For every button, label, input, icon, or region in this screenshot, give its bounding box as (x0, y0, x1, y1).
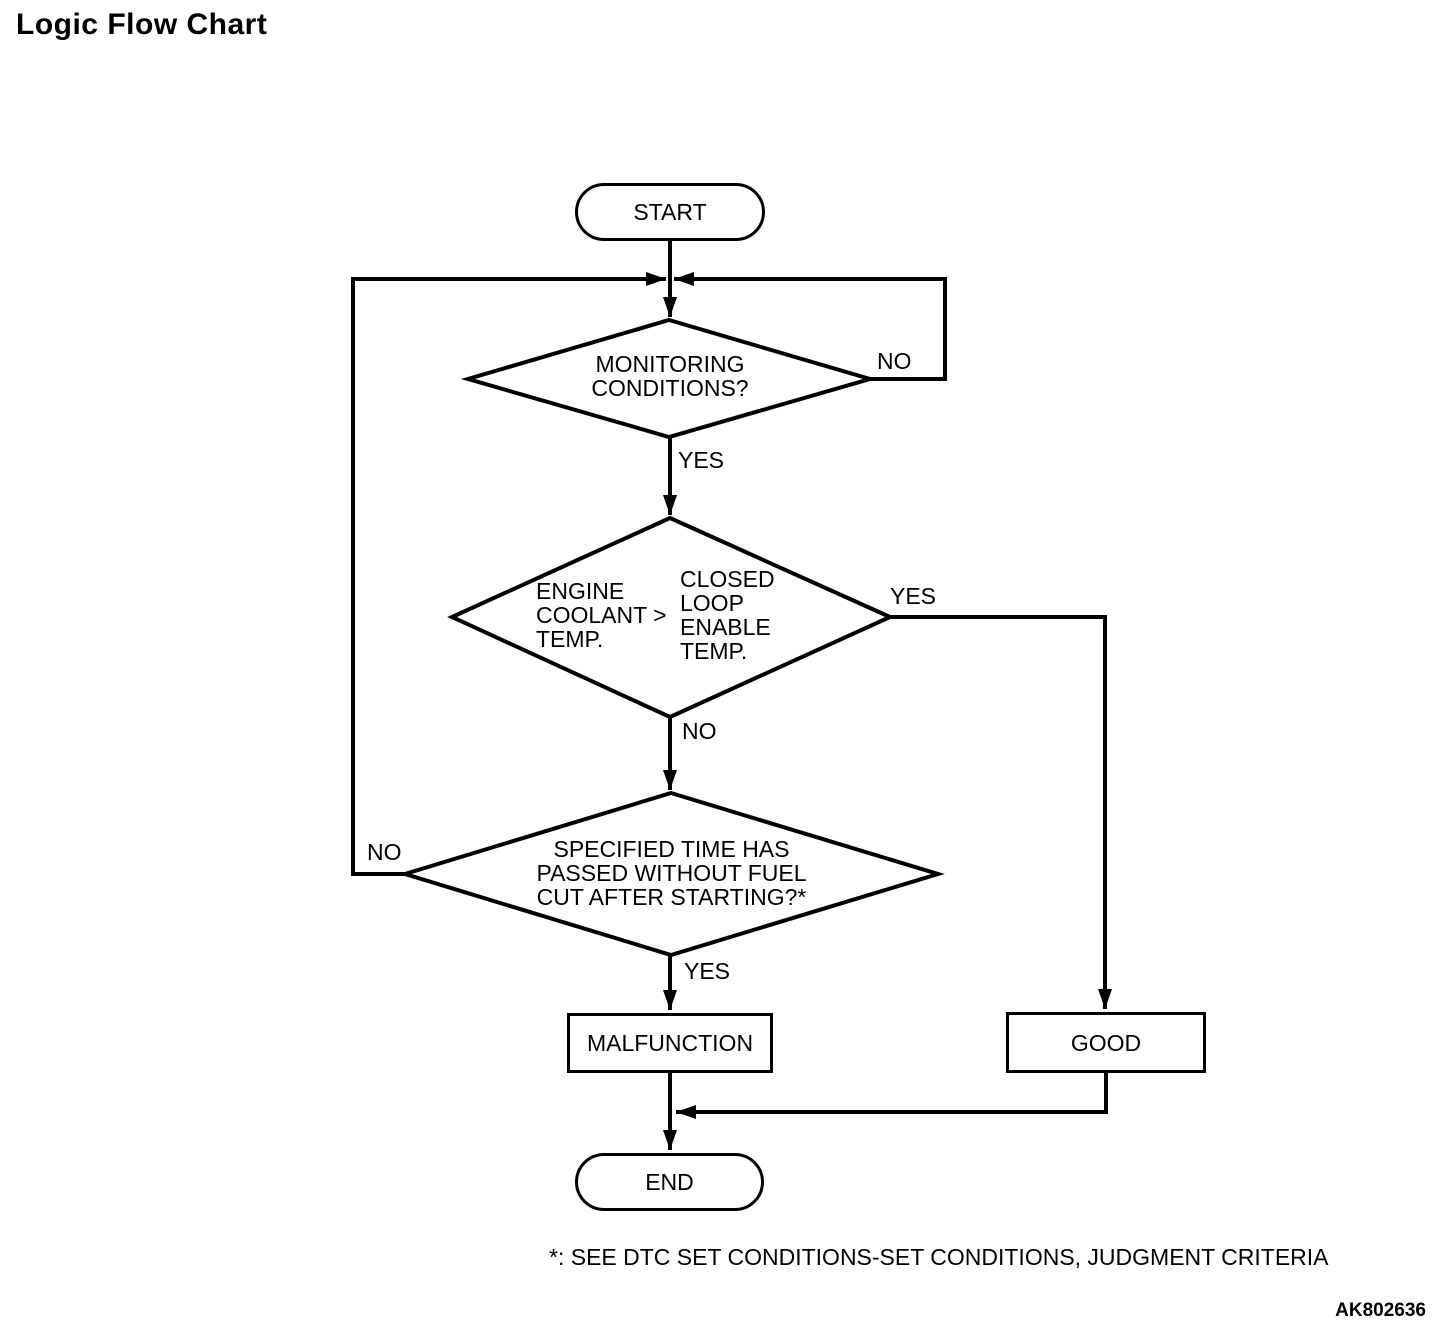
decision-coolant-label-left: ENGINE COOLANT > TEMP. (536, 578, 667, 652)
node-end: END (575, 1153, 764, 1211)
decision-specified-time-label: SPECIFIED TIME HAS PASSED WITHOUT FUEL C… (536, 836, 807, 910)
node-end-label: END (645, 1169, 694, 1195)
label-coolant-no: NO (682, 718, 717, 744)
node-good-label: GOOD (1070, 1029, 1142, 1056)
label-monitoring-no: NO (877, 348, 912, 374)
node-good: GOOD (1006, 1012, 1206, 1073)
footnote: *: SEE DTC SET CONDITIONS-SET CONDITIONS… (549, 1244, 1329, 1270)
node-start: START (575, 183, 765, 241)
label-monitoring-yes: YES (678, 447, 725, 473)
decision-coolant-label-right: CLOSED LOOP ENABLE TEMP. (680, 566, 775, 664)
label-specified-time-yes: YES (684, 958, 731, 984)
label-specified-time-no: NO (367, 839, 402, 865)
edge-good-merge (676, 1073, 1108, 1119)
node-malfunction-label: MALFUNCTION (586, 1030, 754, 1056)
label-coolant-yes: YES (890, 583, 937, 609)
decision-monitoring-shape (460, 317, 878, 440)
node-malfunction: MALFUNCTION (567, 1013, 773, 1073)
decision-monitoring-label: MONITORING CONDITIONS? (591, 351, 749, 401)
decision-coolant-shape (447, 515, 895, 720)
node-start-label: START (633, 199, 707, 225)
page-title: Logic Flow Chart (16, 8, 268, 41)
edge-monitoring-no-return (674, 272, 947, 381)
decision-specified-time-shape (398, 790, 945, 958)
edge-specified-time-no-return (351, 272, 666, 876)
edge-coolant-yes-to-good (890, 615, 1112, 1009)
figure-code: AK802636 (1335, 1300, 1426, 1321)
